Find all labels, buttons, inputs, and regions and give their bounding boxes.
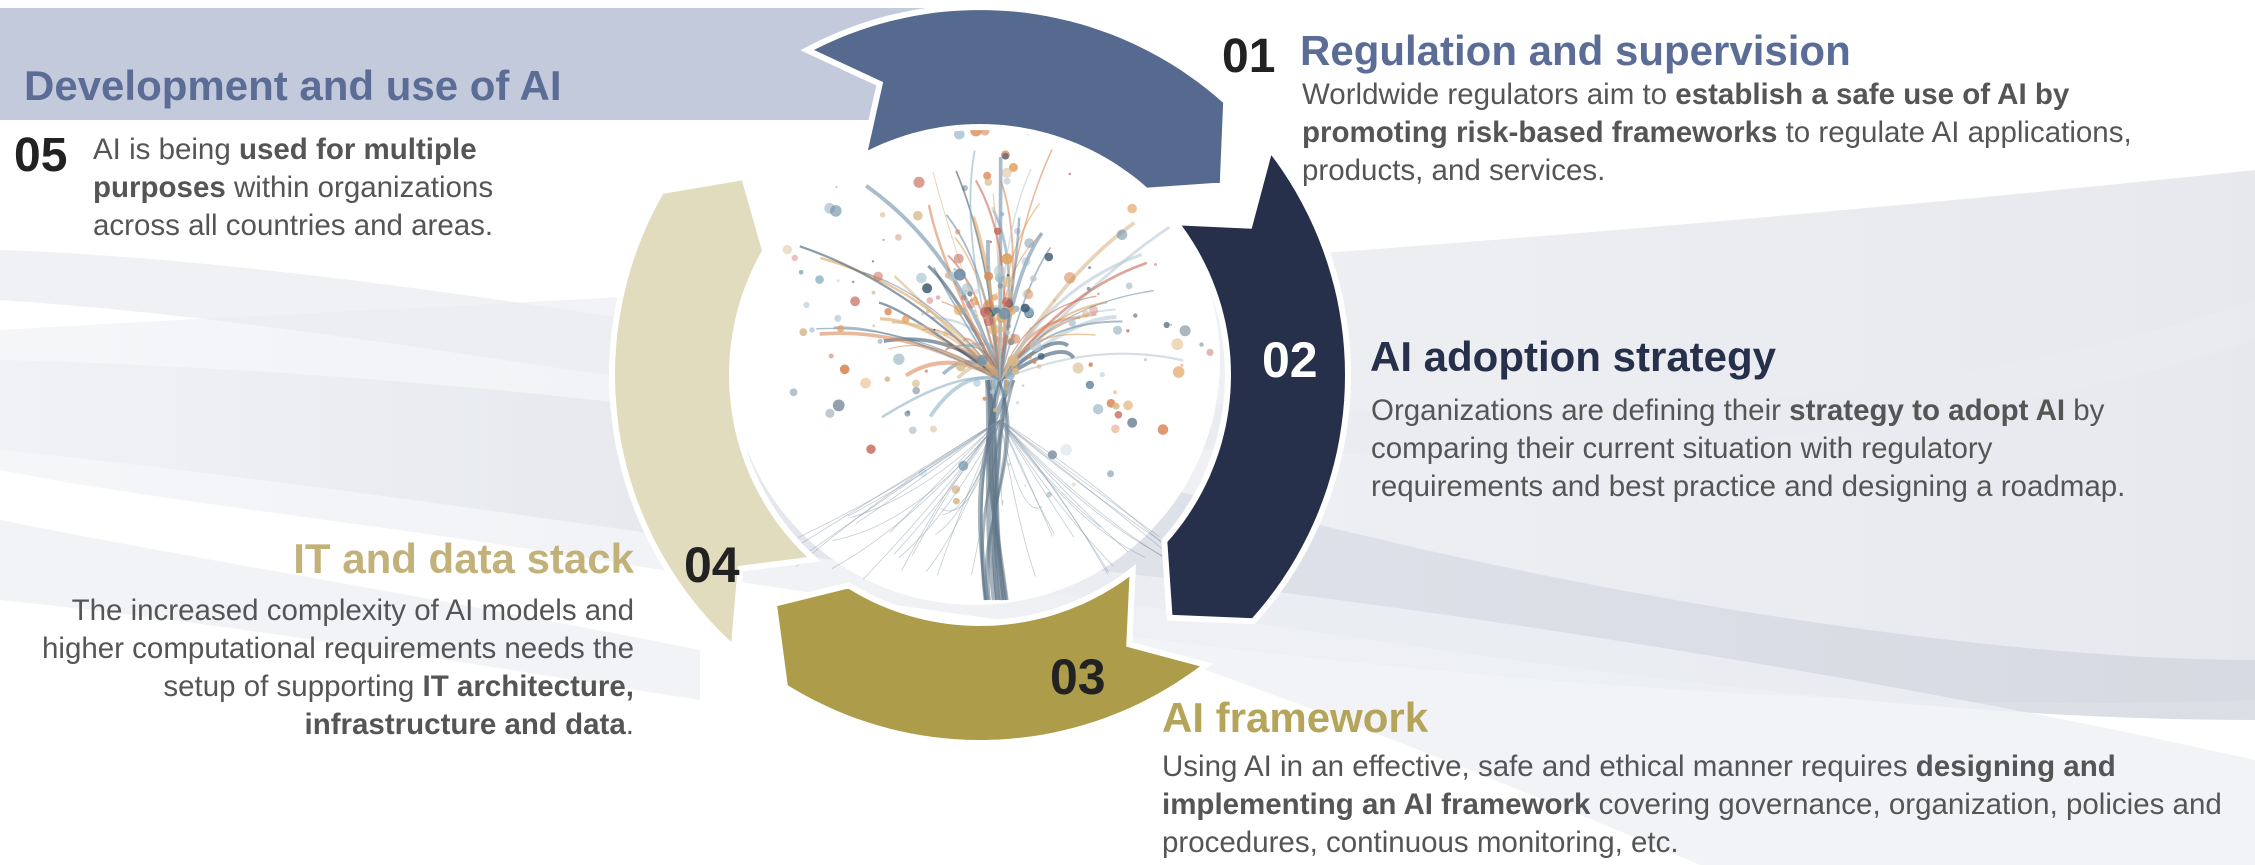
- emphasis-text: IT architecture, infrastructure and data: [304, 670, 635, 741]
- emphasis-text: strategy to adopt AI: [1789, 394, 2066, 427]
- body-text: Using AI in an effective, safe and ethic…: [1162, 750, 1916, 783]
- step-04-description: The increased complexity of AI models an…: [14, 592, 634, 744]
- development-banner-arrow: [0, 8, 1000, 120]
- step-03-description: Using AI in an effective, safe and ethic…: [1162, 748, 2247, 862]
- step-02-number: 02: [1262, 332, 1318, 388]
- banner-title: Development and use of AI: [24, 62, 562, 109]
- segment-03-arrow: [770, 564, 1214, 747]
- body-text: The increased complexity of AI models an…: [41, 594, 634, 703]
- step-02-title: AI adoption strategy: [1370, 333, 1777, 380]
- body-text: Organizations are defining their: [1371, 394, 1790, 427]
- segment-02-arrow: [1161, 141, 1352, 625]
- body-text: AI is being: [93, 133, 239, 166]
- step-01-number: 01: [1222, 30, 1276, 83]
- body-text: within organizations across all countrie…: [93, 171, 494, 242]
- step-01-description: Worldwide regulators aim to establish a …: [1302, 76, 2222, 190]
- segment-04-arrow: [608, 173, 821, 655]
- step-05-description: AI is being used for multiple purposes w…: [93, 131, 563, 245]
- body-text: Worldwide regulators aim to: [1302, 78, 1676, 111]
- segment-01-arrow: [800, 3, 1230, 194]
- step-03-title: AI framework: [1162, 694, 1429, 741]
- emphasis-text: designing and implementing an AI framewo…: [1162, 750, 2116, 821]
- step-04-number: 04: [684, 537, 740, 593]
- step-05-number: 05: [14, 129, 68, 182]
- step-03-number: 03: [1050, 649, 1106, 705]
- emphasis-text: used for multiple purposes: [93, 133, 477, 204]
- body-text: .: [625, 708, 634, 741]
- body-text: to regulate AI applications, products, a…: [1302, 116, 2132, 187]
- body-text: by comparing their current situation wit…: [1371, 394, 2126, 503]
- emphasis-text: establish a safe use of AI by promoting …: [1302, 78, 2070, 149]
- step-01-title: Regulation and supervision: [1300, 27, 1851, 74]
- step-04-title: IT and data stack: [293, 535, 634, 582]
- step-02-description: Organizations are defining their strateg…: [1371, 392, 2161, 506]
- body-text: covering governance, organization, polic…: [1162, 788, 2222, 859]
